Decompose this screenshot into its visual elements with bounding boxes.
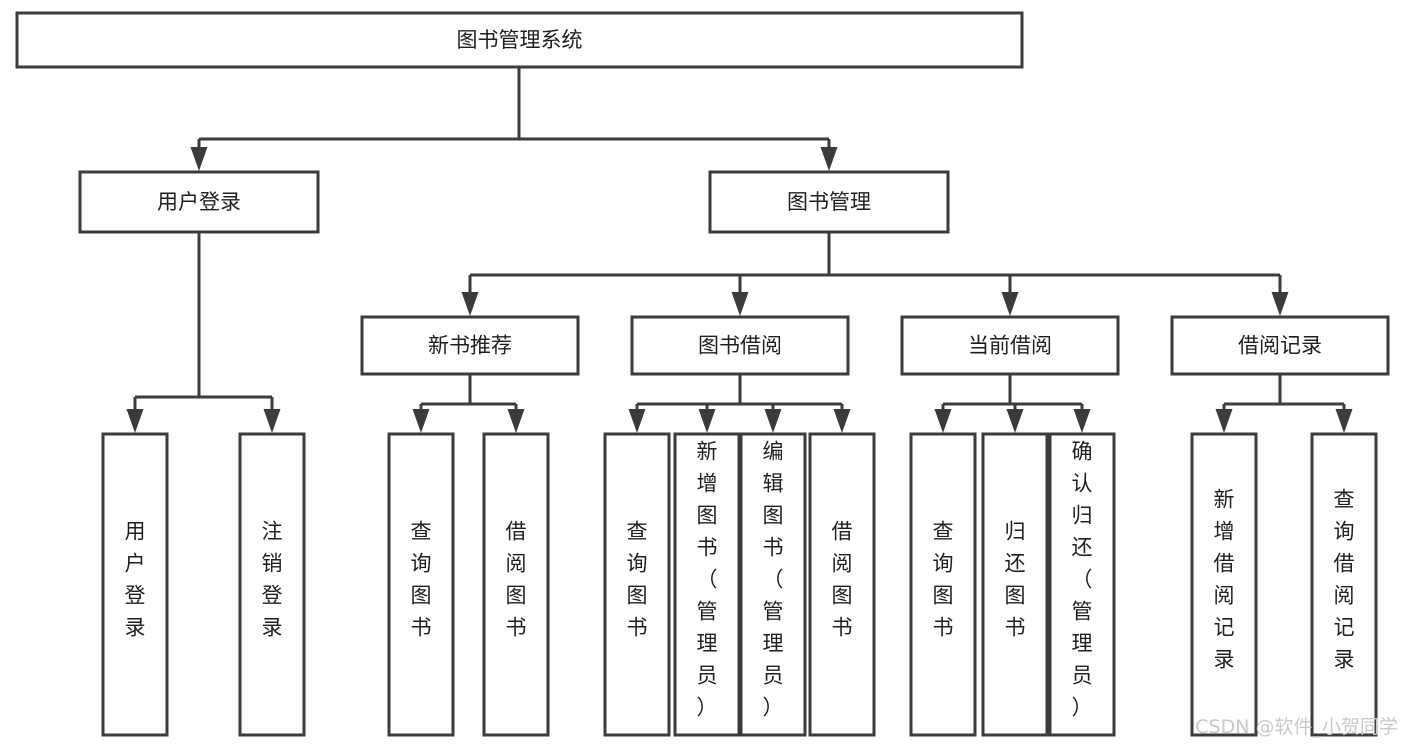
node-box[interactable] — [900, 315, 1120, 376]
arrow-head-icon — [731, 292, 749, 316]
arrow-head-icon — [461, 292, 479, 316]
node-leaf-rec-query[interactable]: 查询图书 — [387, 432, 455, 737]
node-label: 新增图书（管理员） — [697, 440, 718, 720]
node-label: 图书管理 — [787, 190, 871, 214]
csdn-watermark: CSDN @软件_小贺同学 — [1195, 716, 1398, 738]
node-label: 新增借阅记录 — [1214, 488, 1235, 672]
node-box[interactable] — [360, 315, 580, 376]
node-leaf-borrow-edit[interactable]: 编辑图书（管理员） — [739, 432, 807, 737]
node-box[interactable] — [630, 315, 850, 376]
node-leaf-borrow-add[interactable]: 新增图书（管理员） — [673, 432, 741, 737]
arrow-head-icon — [1215, 409, 1233, 433]
nodes-layer: 图书管理系统用户登录图书管理新书推荐图书借阅当前借阅借阅记录用户登录注销登录查询… — [15, 11, 1390, 737]
node-label: 查询借阅记录 — [1334, 488, 1355, 672]
node-label: 查询图书 — [627, 520, 648, 640]
node-box[interactable] — [482, 432, 550, 737]
node-box[interactable] — [387, 432, 455, 737]
arrow-head-icon — [126, 409, 144, 433]
node-box[interactable] — [238, 432, 306, 737]
arrow-head-icon — [698, 409, 716, 433]
node-label: 查询图书 — [933, 520, 954, 640]
node-user-login[interactable]: 用户登录 — [78, 170, 320, 234]
node-leaf-borrow-query[interactable]: 查询图书 — [603, 432, 671, 737]
connector-group — [461, 232, 1289, 316]
node-box[interactable] — [739, 432, 807, 737]
arrow-head-icon — [1271, 292, 1289, 316]
arrow-head-icon — [507, 409, 525, 433]
node-leaf-rec-borrow[interactable]: 借阅图书 — [482, 432, 550, 737]
arrow-head-icon — [412, 409, 430, 433]
node-box[interactable] — [1310, 432, 1378, 737]
connector-group — [934, 374, 1091, 433]
node-label: 用户登录 — [157, 190, 241, 214]
node-new-book-rec[interactable]: 新书推荐 — [360, 315, 580, 376]
arrow-head-icon — [1001, 292, 1019, 316]
node-borrow-record[interactable]: 借阅记录 — [1170, 315, 1390, 376]
node-box[interactable] — [101, 432, 169, 737]
node-book-borrow[interactable]: 图书借阅 — [630, 315, 850, 376]
node-leaf-borrow-do[interactable]: 借阅图书 — [808, 432, 876, 737]
node-leaf-cur-confirm[interactable]: 确认归还（管理员） — [1048, 432, 1116, 737]
node-box[interactable] — [1170, 315, 1390, 376]
arrow-head-icon — [833, 409, 851, 433]
arrow-head-icon — [263, 409, 281, 433]
node-label: 查询图书 — [411, 520, 432, 640]
node-box[interactable] — [603, 432, 671, 737]
node-label: 用户登录 — [125, 520, 146, 640]
node-leaf-cur-return[interactable]: 归还图书 — [981, 432, 1049, 737]
arrow-head-icon — [190, 147, 208, 171]
connectors-layer — [126, 67, 1353, 433]
connector-group — [126, 232, 281, 433]
node-label: 借阅图书 — [506, 520, 527, 640]
node-label: 借阅记录 — [1238, 334, 1322, 358]
node-leaf-cur-query[interactable]: 查询图书 — [909, 432, 977, 737]
node-box[interactable] — [708, 170, 950, 234]
node-label: 归还图书 — [1005, 520, 1026, 640]
arrow-head-icon — [820, 147, 838, 171]
node-leaf-rec-add[interactable]: 新增借阅记录 — [1190, 432, 1258, 737]
node-box[interactable] — [673, 432, 741, 737]
node-leaf-user-login[interactable]: 用户登录 — [101, 432, 169, 737]
arrow-head-icon — [764, 409, 782, 433]
node-label: 图书管理系统 — [457, 28, 583, 52]
node-label: 编辑图书（管理员） — [763, 440, 784, 720]
node-current-borrow[interactable]: 当前借阅 — [900, 315, 1120, 376]
node-label: 当前借阅 — [968, 334, 1052, 358]
node-label: 图书借阅 — [698, 334, 782, 358]
node-box[interactable] — [78, 170, 320, 234]
arrow-head-icon — [1073, 409, 1091, 433]
connector-group — [628, 374, 851, 433]
arrow-head-icon — [1335, 409, 1353, 433]
node-root[interactable]: 图书管理系统 — [15, 11, 1024, 69]
node-leaf-rec-search[interactable]: 查询借阅记录 — [1310, 432, 1378, 737]
connector-group — [1215, 374, 1353, 433]
node-box[interactable] — [1048, 432, 1116, 737]
arrow-head-icon — [934, 409, 952, 433]
node-box[interactable] — [981, 432, 1049, 737]
node-book-manage[interactable]: 图书管理 — [708, 170, 950, 234]
arrow-head-icon — [628, 409, 646, 433]
node-box[interactable] — [808, 432, 876, 737]
node-label: 确认归还（管理员） — [1072, 440, 1093, 720]
arrow-head-icon — [1006, 409, 1024, 433]
node-box[interactable] — [15, 11, 1024, 69]
node-label: 注销登录 — [262, 520, 283, 640]
node-label: 借阅图书 — [832, 520, 853, 640]
node-label: 新书推荐 — [428, 334, 512, 358]
node-box[interactable] — [1190, 432, 1258, 737]
connector-group — [412, 374, 525, 433]
connector-group — [190, 67, 838, 171]
node-leaf-user-logout[interactable]: 注销登录 — [238, 432, 306, 737]
node-box[interactable] — [909, 432, 977, 737]
